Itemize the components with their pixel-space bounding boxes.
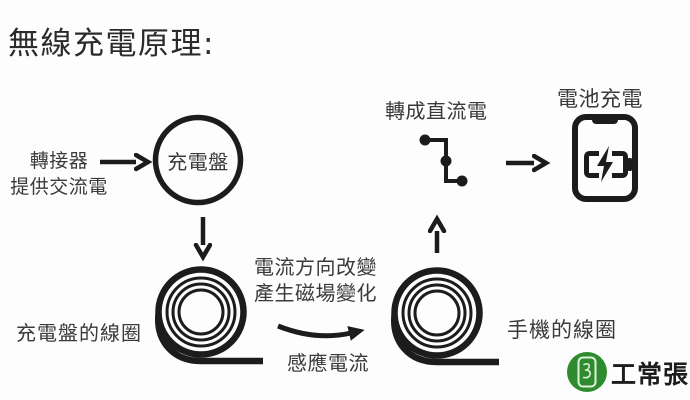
pad-coil-icon bbox=[155, 266, 263, 365]
field-change-line1: 電流方向改變 bbox=[254, 255, 377, 279]
adapter-label: 轉接器 提供交流電 bbox=[0, 148, 118, 200]
lightning-bolt-icon bbox=[597, 146, 613, 182]
phone-coil-label: 手機的線圈 bbox=[507, 318, 617, 342]
page-title: 無線充電原理: bbox=[8, 26, 215, 62]
adapter-label-line2: 提供交流電 bbox=[10, 176, 108, 198]
induced-current-label: 感應電流 bbox=[287, 351, 369, 375]
phone-coil-icon bbox=[391, 267, 499, 366]
battery-charging-label: 電池充電 bbox=[557, 87, 643, 111]
rectifier-icon bbox=[419, 134, 468, 187]
adapter-label-line1: 轉接器 bbox=[29, 150, 89, 172]
field-change-line2: 產生磁場變化 bbox=[254, 281, 377, 305]
charging-pad-label: 充電盤 bbox=[167, 150, 229, 174]
dc-conversion-label: 轉成直流電 bbox=[385, 99, 488, 123]
charging-pad-circle-icon bbox=[152, 114, 244, 206]
phone-battery-icon bbox=[572, 114, 638, 202]
field-change-label: 電流方向改變 產生磁場變化 bbox=[254, 254, 377, 306]
arrow-curved-right-icon bbox=[277, 323, 365, 341]
brand-logo-text: 工常張 bbox=[611, 360, 690, 389]
brand-logo-icon bbox=[567, 352, 607, 392]
pad-coil-label: 充電盤的線圈 bbox=[16, 321, 142, 345]
